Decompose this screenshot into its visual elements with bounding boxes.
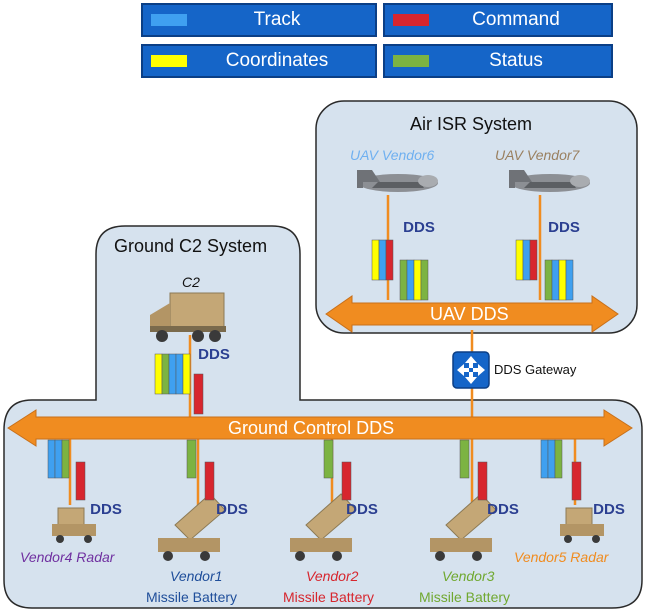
uav6-drone-icon <box>357 170 438 192</box>
vendor4-radar-icon <box>52 507 96 543</box>
vendor4-dds-badge: DDS <box>90 501 122 518</box>
vendor3-messages <box>459 439 488 501</box>
vendor3-label-line2: Missile Battery <box>419 589 511 605</box>
vendor3-label-line1: Vendor3 <box>442 568 495 584</box>
uav7-messages <box>515 239 574 301</box>
ground-c2-title: Ground C2 System <box>114 236 268 256</box>
vendor5-messages <box>540 439 582 501</box>
legend-coordinates-swatch <box>151 55 187 67</box>
uav6-messages <box>371 239 429 301</box>
legend-track-label: Track <box>253 9 301 30</box>
legend-coordinates: Coordinates <box>141 44 377 78</box>
vendor4-label: Vendor4 Radar <box>20 549 115 565</box>
vendor1-label-line2: Missile Battery <box>146 589 238 605</box>
c2-dds-badge: DDS <box>198 346 230 363</box>
uav-dds-bus-label: UAV DDS <box>430 304 509 324</box>
legend-track: Track <box>141 3 377 37</box>
ground-dds-bus-label: Ground Control DDS <box>228 418 395 438</box>
uav7-dds-badge: DDS <box>548 219 580 236</box>
legend-status-swatch <box>393 55 429 67</box>
vendor3-launcher-icon <box>430 493 497 561</box>
c2-label: C2 <box>182 274 200 290</box>
uav7-label: UAV Vendor7 <box>495 147 580 163</box>
dds-gateway-icon <box>452 351 490 389</box>
air-isr-panel-shape <box>315 100 638 334</box>
vendor1-label-line1: Vendor1 <box>170 568 223 584</box>
vendor3-dds-badge: DDS <box>487 501 519 518</box>
uav6-dds-badge: DDS <box>403 219 435 236</box>
uav6-label: UAV Vendor6 <box>350 147 435 163</box>
vendor2-label-line2: Missile Battery <box>283 589 375 605</box>
uav7-drone-icon <box>509 170 590 192</box>
vendor1-dds-badge: DDS <box>216 501 248 518</box>
vendor5-dds-badge: DDS <box>593 501 625 518</box>
vendor2-messages <box>323 439 352 501</box>
vendor2-launcher-icon <box>290 493 357 561</box>
legend-status-label: Status <box>489 50 543 71</box>
c2-messages <box>154 353 204 415</box>
vendor1-launcher-icon <box>158 493 226 561</box>
legend-status: Status <box>383 44 613 78</box>
vendor5-label: Vendor5 Radar <box>514 549 609 565</box>
vendor2-dds-badge: DDS <box>346 501 378 518</box>
legend-command: Command <box>383 3 613 37</box>
legend-track-swatch <box>151 14 187 26</box>
uav-dds-bus <box>325 295 619 333</box>
dds-gateway-label: DDS Gateway <box>494 362 577 377</box>
ground-dds-bus <box>7 409 633 447</box>
legend-command-label: Command <box>472 9 560 30</box>
legend-coordinates-label: Coordinates <box>225 50 329 71</box>
vendor2-label-line1: Vendor2 <box>306 568 359 584</box>
c2-truck-icon <box>150 292 226 342</box>
vendor5-radar-icon <box>560 507 604 543</box>
vendor1-messages <box>186 439 215 501</box>
air-isr-title: Air ISR System <box>410 114 533 134</box>
vendor4-messages <box>47 439 86 501</box>
legend-command-swatch <box>393 14 429 26</box>
